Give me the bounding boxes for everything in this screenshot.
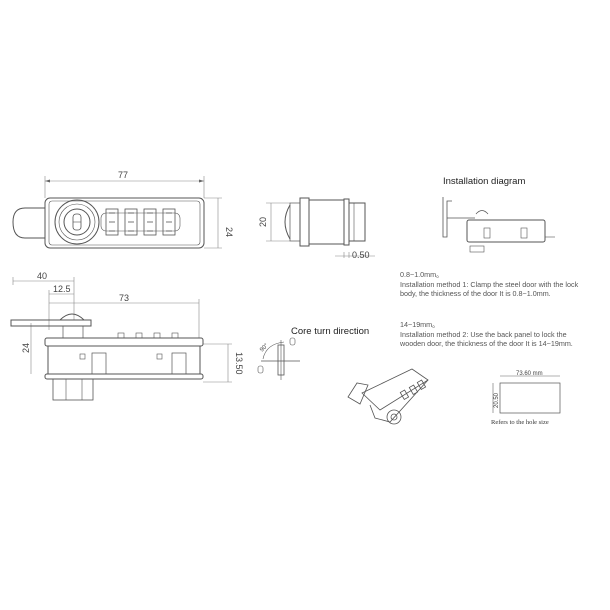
core-turn-title: Core turn direction [291, 326, 370, 337]
dim-top-13-50: 13.50 [234, 352, 244, 375]
dim-top-40: 40 [37, 271, 47, 281]
isometric-lock-drawing [347, 368, 429, 425]
dim-hole-height: 20.50 [494, 392, 500, 408]
installation-method-1: 0.8~1.0mm。 Installation method 1: Clamp … [400, 270, 590, 299]
core-turn-angle: 90° [259, 342, 270, 353]
top-view-drawing [10, 277, 232, 401]
hole-size-drawing [492, 375, 561, 414]
installation-method-2: 14~19mm。 Installation method 2: Use the … [400, 320, 590, 349]
method-2-text: Installation method 2: Use the back pane… [400, 329, 573, 349]
side-view-drawing [266, 197, 375, 258]
method-1-heading: 0.8~1.0mm。 [400, 270, 444, 279]
method-1-text: Installation method 1: Clamp the steel d… [400, 279, 579, 299]
dim-side-height: 20 [258, 217, 268, 227]
dim-top-12-5: 12.5 [53, 284, 71, 294]
dim-front-width: 77 [118, 170, 128, 180]
dim-side-offset: 0.50 [352, 250, 370, 260]
dim-front-height: 24 [224, 227, 234, 237]
dim-hole-width: 73.60 mm [516, 371, 543, 377]
dim-top-73: 73 [119, 293, 129, 303]
method-2-heading: 14~19mm。 [400, 320, 440, 329]
installation-title: Installation diagram [443, 176, 526, 187]
installation-drawing [442, 197, 555, 253]
core-turn-drawing [257, 337, 300, 380]
front-view-drawing [12, 176, 222, 249]
hole-size-caption: Refers to the hole size [491, 419, 549, 426]
dim-top-24: 24 [21, 343, 31, 353]
